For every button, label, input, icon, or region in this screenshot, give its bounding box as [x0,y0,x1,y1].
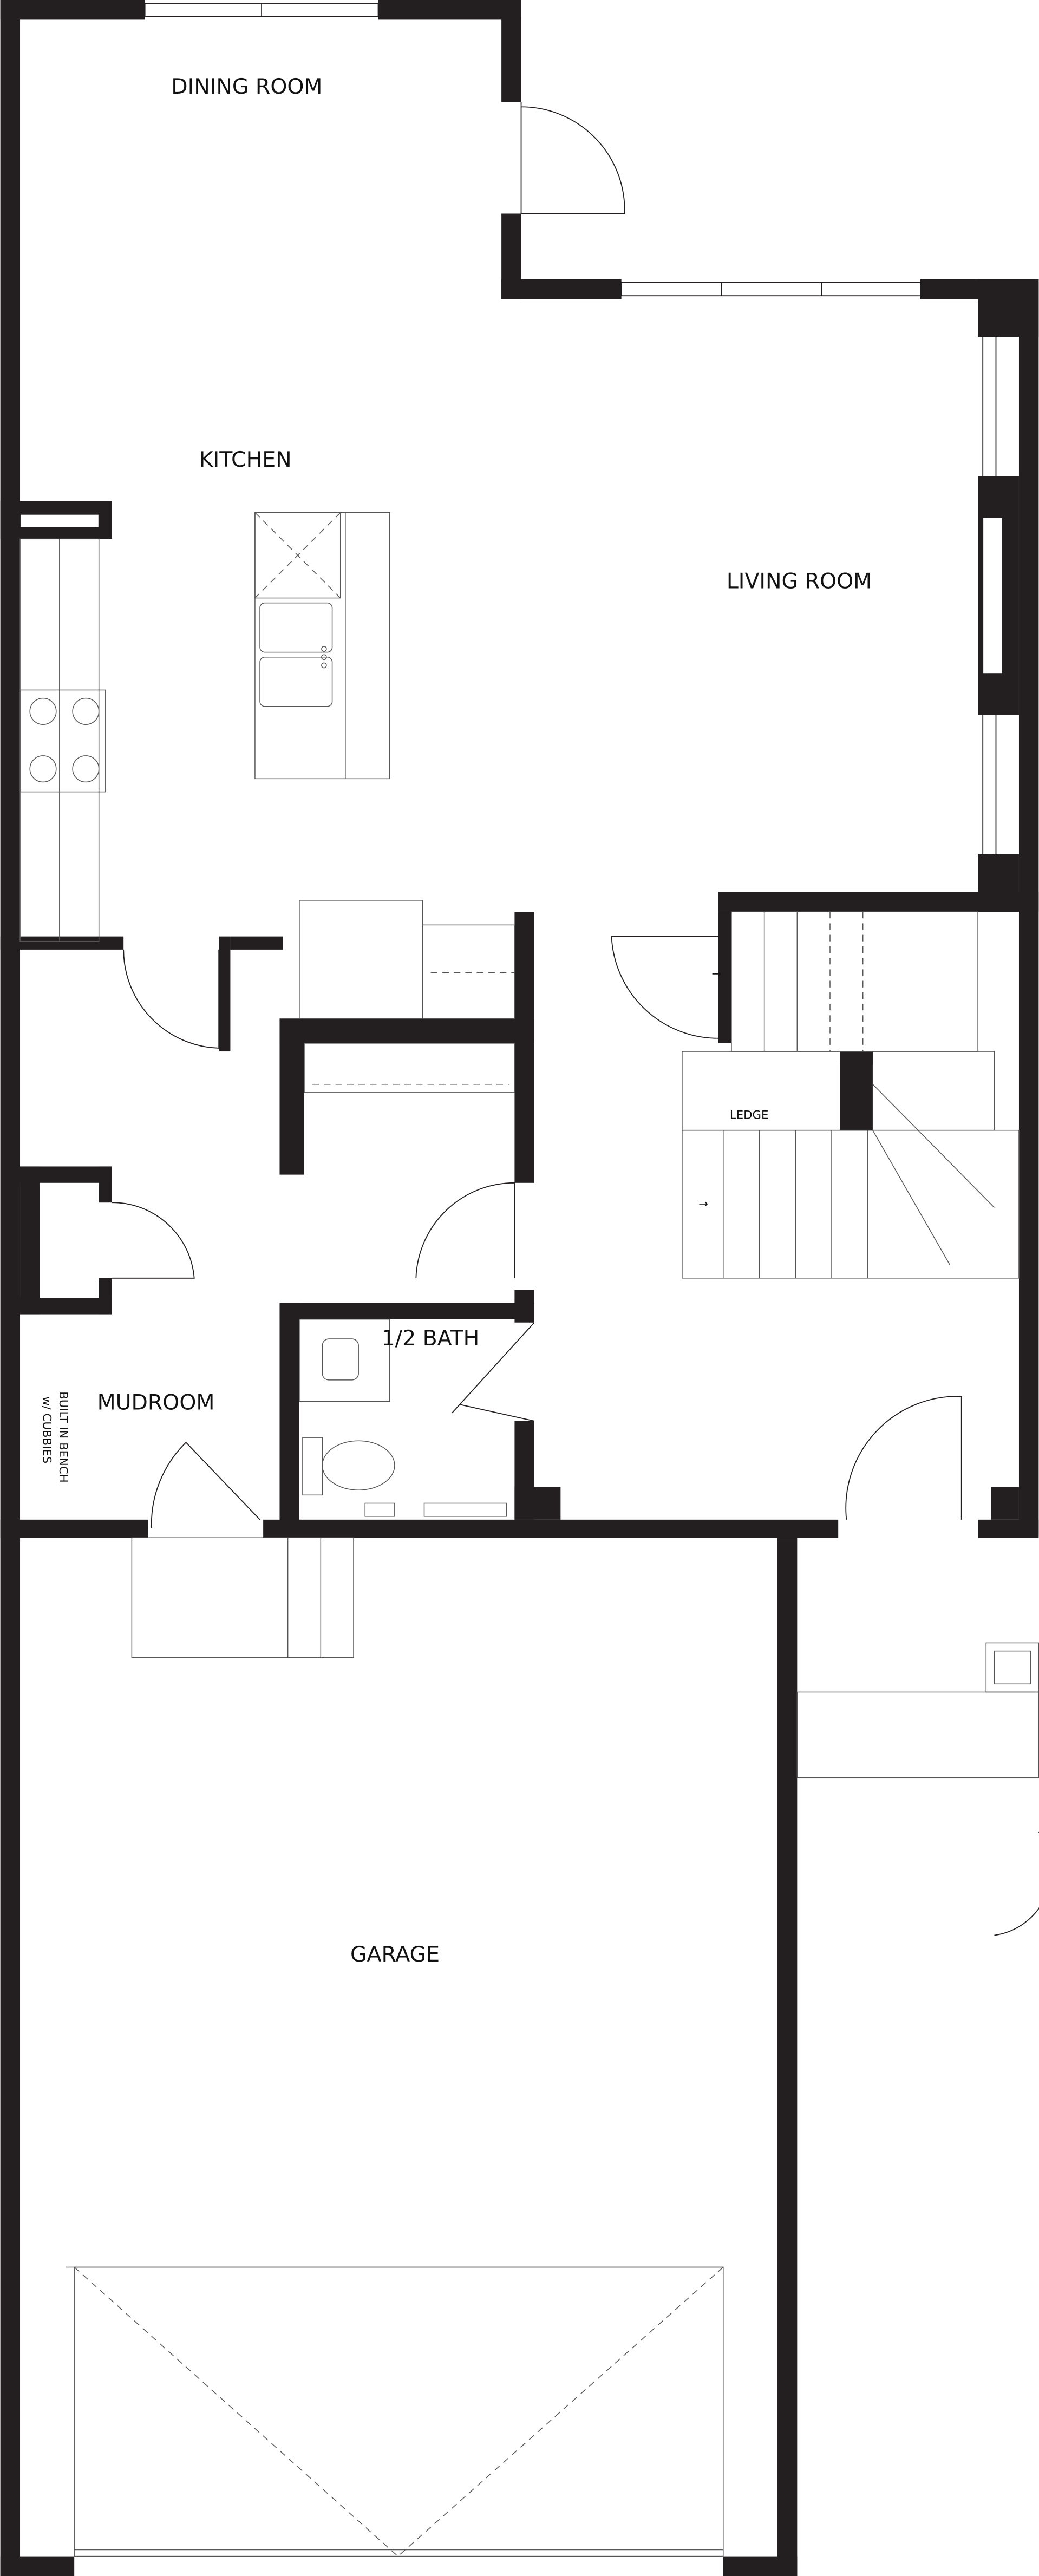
label-living-room: LIVING ROOM [727,568,872,593]
label-half-bath: 1/2 BATH [382,1326,480,1351]
svg-text:→: → [698,1197,708,1211]
bath-fixtures [299,1318,507,1517]
label-bench-line2: w/ CUBBIES [40,1396,54,1463]
label-mudroom: MUDROOM [97,1390,215,1415]
stairs: → → [682,911,1020,1279]
kitchen-fixtures [19,512,515,1093]
label-ledge: LEDGE [730,1108,768,1122]
doors [112,102,1039,1936]
label-bench-line1: BUILT IN BENCH [56,1391,70,1483]
label-dining-room: DINING ROOM [171,74,322,99]
label-garage: GARAGE [350,1942,440,1967]
windows [144,3,1003,855]
svg-text:→: → [712,967,722,980]
exterior-fixtures [66,1537,1039,2557]
room-labels: DINING ROOM KITCHEN LIVING ROOM LEDGE 1/… [40,74,872,1967]
label-kitchen: KITCHEN [199,447,292,472]
